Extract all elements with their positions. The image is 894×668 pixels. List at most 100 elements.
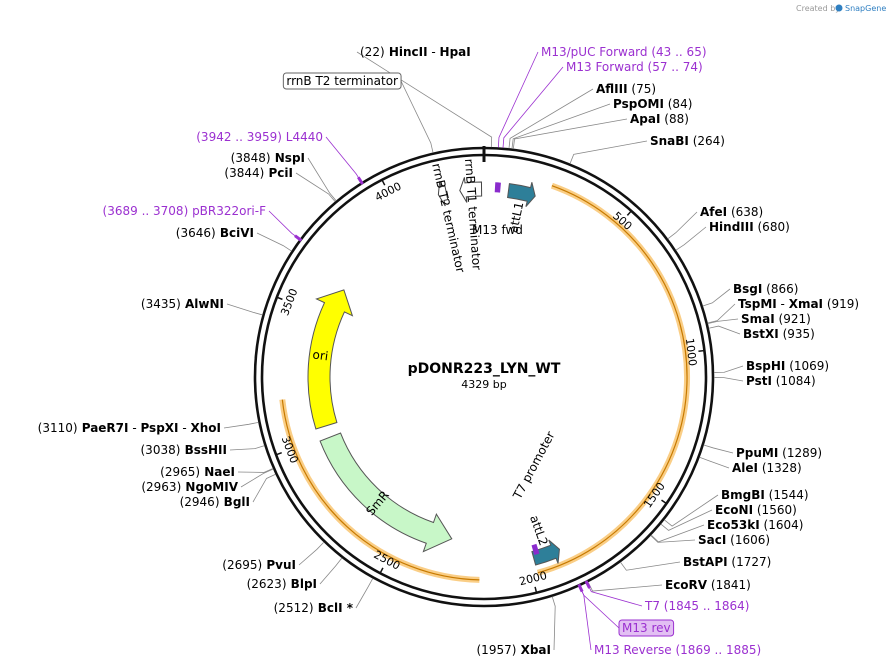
site-label: (1957) XbaI xyxy=(477,643,552,657)
site-3689-3708-pbr322ori-f[interactable]: (3689 .. 3708) pBR322ori-F xyxy=(103,204,267,218)
site-alei-1328[interactable]: AleI (1328) xyxy=(732,461,802,475)
site-t7-1845-1864[interactable]: T7 (1845 .. 1864) xyxy=(644,599,749,613)
feature-attl1[interactable]: attL1 xyxy=(506,182,536,234)
site-leader xyxy=(707,303,736,324)
site-afliii-75[interactable]: AflIII (75) xyxy=(596,82,656,96)
site-bmgbi-1544[interactable]: BmgBI (1544) xyxy=(721,488,809,502)
site-2512-bcli[interactable]: (2512) BclI * xyxy=(274,601,354,615)
site-leader xyxy=(355,578,374,609)
site-label-part: PspXI xyxy=(140,421,178,435)
site-label-part: - xyxy=(777,297,789,311)
site-leader xyxy=(569,140,648,164)
site-label-part: T7 xyxy=(644,599,660,613)
site-leader xyxy=(252,473,276,503)
site-m13-puc-forward-43-65[interactable]: M13/pUC Forward (43 .. 65) xyxy=(541,45,707,59)
site-psti-1084[interactable]: PstI (1084) xyxy=(746,374,816,388)
feature-attl2[interactable]: attL2 xyxy=(527,513,560,566)
site-label: BstXI (935) xyxy=(743,327,815,341)
site-leader xyxy=(699,456,730,469)
primer-site-mark xyxy=(357,176,364,185)
site-1957-xbai[interactable]: (1957) XbaI xyxy=(477,643,552,657)
feature-arrow xyxy=(319,432,453,553)
site-leader xyxy=(240,468,274,488)
site-label-part: (57 .. 74) xyxy=(644,60,703,74)
site-label: (3110) PaeR7I - PspXI - XhoI xyxy=(38,421,221,435)
site-leader xyxy=(713,365,744,373)
feature-rrnb-t2-terminator[interactable]: rrnB T2 terminator xyxy=(429,162,467,274)
site-22-hincii-hpai[interactable]: (22) HincII - HpaI xyxy=(360,45,471,59)
site-label-part: (919) xyxy=(823,297,859,311)
site-leader xyxy=(551,596,556,651)
site-pspomi-84[interactable]: PspOMI (84) xyxy=(613,97,692,111)
site-ppumi-1289[interactable]: PpuMI (1289) xyxy=(736,446,822,460)
site-leader xyxy=(325,136,362,183)
plasmid-backbone xyxy=(253,146,715,608)
site-label-part: (75) xyxy=(628,82,656,96)
site-bstapi-1727[interactable]: BstAPI (1727) xyxy=(683,555,771,569)
site-2695-pvui[interactable]: (2695) PvuI xyxy=(222,558,296,572)
site-label-part: BssHII xyxy=(180,443,227,457)
site-2623-blpi[interactable]: (2623) BlpI xyxy=(247,577,317,591)
site-label-part: (1544) xyxy=(765,488,809,502)
site-m13-reverse-1869-1885[interactable]: M13 Reverse (1869 .. 1885) xyxy=(594,643,761,657)
site-label-part: (921) xyxy=(775,312,811,326)
t7-promoter-label: T7 promoter xyxy=(510,429,558,502)
site-leader xyxy=(256,232,292,252)
site-label-part: (866) xyxy=(762,282,798,296)
site-3646-bcivi[interactable]: (3646) BciVI xyxy=(176,226,254,240)
orf-arcs xyxy=(279,182,690,583)
site-smai-921[interactable]: SmaI (921) xyxy=(741,312,811,326)
site-label-part: (3646) xyxy=(176,226,216,240)
site-hindiii-680[interactable]: HindIII (680) xyxy=(709,220,790,234)
feature-t7-promoter[interactable] xyxy=(531,543,540,556)
site-m13-rev[interactable]: M13 rev xyxy=(618,619,675,637)
site-3435-alwni[interactable]: (3435) AlwNI xyxy=(141,297,224,311)
site-snabi-264[interactable]: SnaBI (264) xyxy=(650,134,725,148)
site-label-part: PpuMI xyxy=(736,446,778,460)
site-label: (3942 .. 3959) L4440 xyxy=(196,130,323,144)
site-label: PstI (1084) xyxy=(746,374,816,388)
primer-site-mark xyxy=(584,580,591,589)
site-2963-ngomiv[interactable]: (2963) NgoMIV xyxy=(141,480,238,494)
site-bsgi-866[interactable]: BsgI (866) xyxy=(733,282,798,296)
site-label-part: Eco53kI xyxy=(707,518,760,532)
feature-smr[interactable]: SmR xyxy=(319,432,453,553)
site-leader xyxy=(298,541,325,566)
site-3942-3959-l4440[interactable]: (3942 .. 3959) L4440 xyxy=(196,130,323,144)
feature-ori[interactable]: ori xyxy=(307,289,354,430)
site-m13-forward-57-74[interactable]: M13 Forward (57 .. 74) xyxy=(566,60,703,74)
site-3844-pcii[interactable]: (3844) PciI xyxy=(224,166,293,180)
site-2965-naei[interactable]: (2965) NaeI xyxy=(160,465,235,479)
site-bsphi-1069[interactable]: BspHI (1069) xyxy=(746,359,829,373)
site-label: M13 rev xyxy=(622,621,671,635)
feature-arrow xyxy=(307,289,354,430)
site-saci-1606[interactable]: SacI (1606) xyxy=(698,533,770,547)
site-bstxi-935[interactable]: BstXI (935) xyxy=(743,327,815,341)
restriction-site-labels[interactable]: (22) HincII - HpaI M13/pUC Forward (43 ..… xyxy=(38,45,859,657)
site-label: (2963) NgoMIV xyxy=(141,480,238,494)
site-econi-1560[interactable]: EcoNI (1560) xyxy=(715,503,797,517)
site-label: PpuMI (1289) xyxy=(736,446,822,460)
site-3110-paer7i-pspxi-xhoi[interactable]: (3110) PaeR7I - PspXI - XhoI xyxy=(38,421,221,435)
site-afei-638[interactable]: AfeI (638) xyxy=(700,205,763,219)
site-ecorv-1841[interactable]: EcoRV (1841) xyxy=(665,578,751,592)
site-eco53ki-1604[interactable]: Eco53kI (1604) xyxy=(707,518,803,532)
site-leader xyxy=(356,51,493,148)
site-3848-nspi[interactable]: (3848) NspI xyxy=(231,151,305,165)
site-rrnb-t2-terminator[interactable]: rrnB T2 terminator xyxy=(282,72,402,90)
site-label-part: (1845 .. 1864) xyxy=(660,599,750,613)
site-tspmi-xmai-919[interactable]: TspMI - XmaI (919) xyxy=(738,297,859,311)
site-label-part: AfeI xyxy=(700,205,727,219)
site-label-part: BglI xyxy=(220,495,251,509)
site-2946-bgli[interactable]: (2946) BglI xyxy=(180,495,250,509)
site-3038-bsshii[interactable]: (3038) BssHII xyxy=(141,443,228,457)
site-apai-88[interactable]: ApaI (88) xyxy=(630,112,689,126)
tick-mark xyxy=(534,586,538,593)
site-label-part: (1069) xyxy=(785,359,829,373)
site-label: (2946) BglI xyxy=(180,495,250,509)
site-label: AleI (1328) xyxy=(732,461,802,475)
site-leader xyxy=(713,377,744,382)
site-label-part: TspMI xyxy=(738,297,777,311)
site-label-part: - xyxy=(179,421,191,435)
site-label-part: M13 Forward xyxy=(566,60,644,74)
